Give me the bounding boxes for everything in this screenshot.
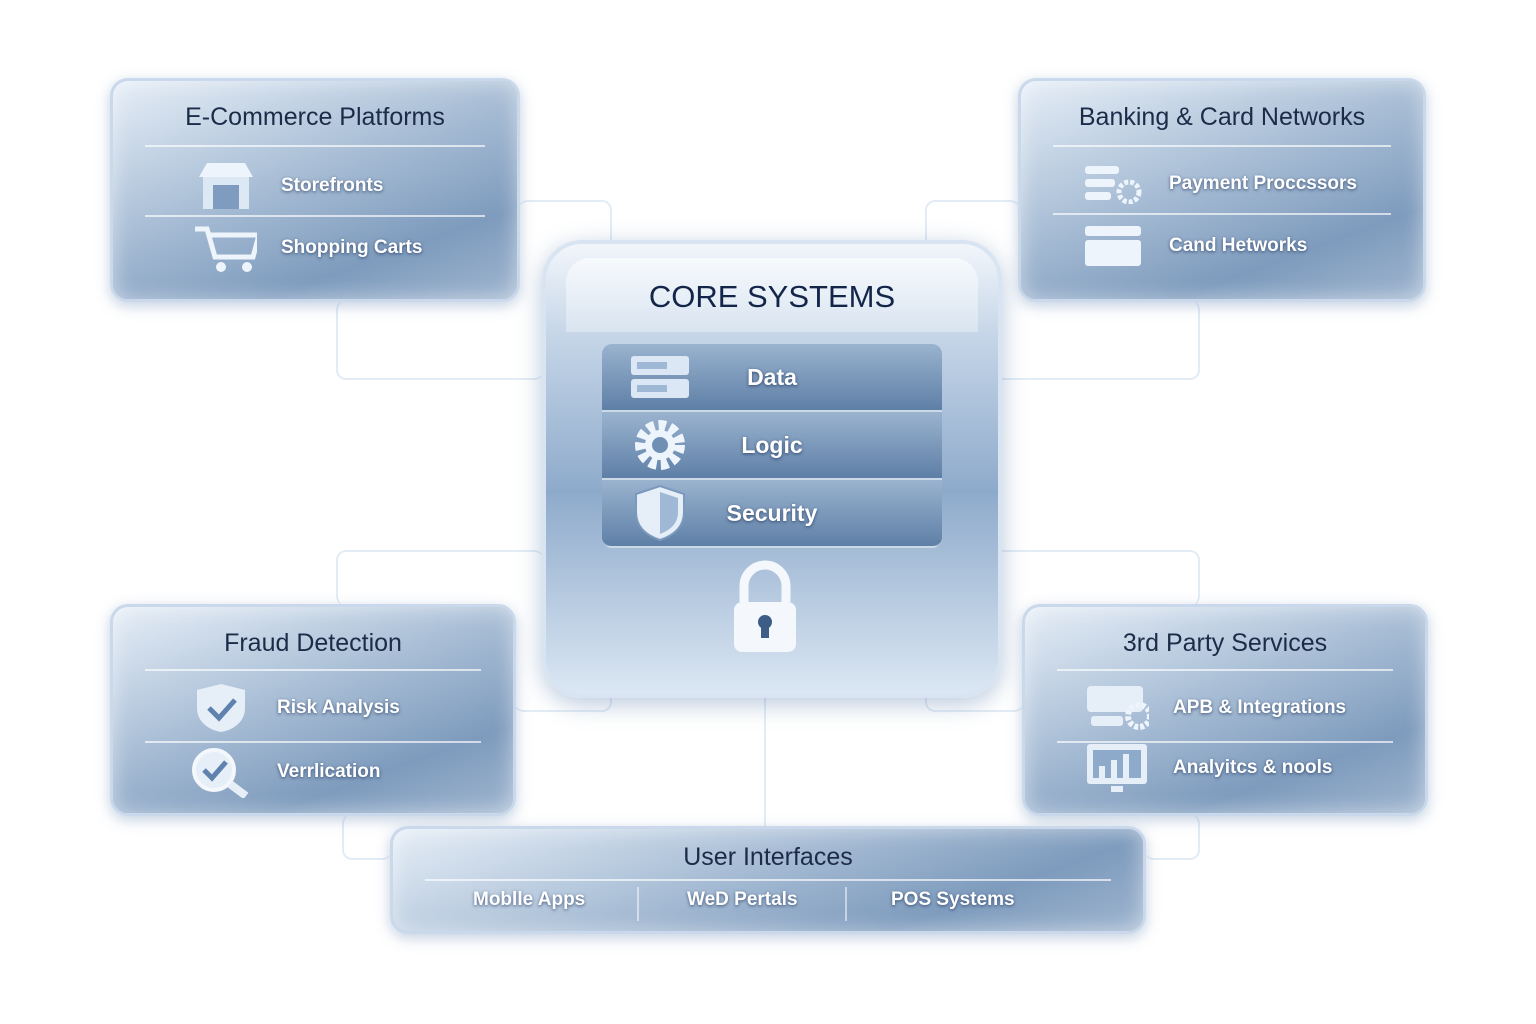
item-label: Cand Hetworks bbox=[1169, 235, 1308, 256]
card-icon bbox=[1081, 222, 1145, 270]
divider bbox=[1057, 669, 1393, 671]
core-row-logic[interactable]: Logic bbox=[602, 412, 942, 480]
panel-title: E-Commerce Platforms bbox=[185, 103, 445, 131]
banking-panel: Banking & Card Networks Payment Proccsso… bbox=[1018, 78, 1426, 302]
item-label: Storefronts bbox=[281, 175, 384, 196]
ui-item-web-portals[interactable]: WeD Pertals bbox=[687, 889, 798, 910]
divider bbox=[145, 669, 481, 671]
panel-title: Fraud Detection bbox=[224, 629, 402, 657]
list-item-storefronts[interactable]: Storefronts bbox=[193, 161, 383, 211]
gear-icon bbox=[628, 420, 692, 470]
user-interfaces-panel: User Interfaces Moblle Apps WeD Pertals … bbox=[390, 826, 1146, 934]
divider bbox=[425, 879, 1111, 881]
divider bbox=[145, 741, 481, 743]
list-item-payment-processors[interactable]: Payment Proccssors bbox=[1081, 159, 1357, 209]
connector bbox=[994, 300, 1200, 380]
item-label: APB & Integrations bbox=[1173, 697, 1347, 718]
third-party-services-panel: 3rd Party Services APB & Integrations An… bbox=[1022, 604, 1428, 816]
panel-title: 3rd Party Services bbox=[1122, 629, 1328, 657]
list-item-shopping-carts[interactable]: Shopping Carts bbox=[193, 223, 422, 273]
storefront-icon bbox=[193, 162, 257, 210]
core-title: CORE SYSTEMS bbox=[566, 258, 978, 332]
item-label: Payment Proccssors bbox=[1169, 173, 1357, 194]
panel-title: User Interfaces bbox=[683, 843, 853, 871]
core-row-security[interactable]: Security bbox=[602, 480, 942, 548]
core-row-label: Security bbox=[726, 499, 818, 526]
core-row-label: Logic bbox=[741, 431, 803, 458]
item-label: Verrlication bbox=[277, 761, 381, 782]
core-row-label: Data bbox=[747, 363, 797, 390]
connector bbox=[336, 550, 544, 606]
list-item-verification[interactable]: Verrlication bbox=[189, 747, 381, 798]
connector bbox=[336, 300, 544, 380]
item-label: Risk Analysis bbox=[277, 697, 400, 718]
ecommerce-panel: E-Commerce Platforms Storefronts Shoppin… bbox=[110, 78, 520, 302]
core-systems-panel: CORE SYSTEMS Data Logic Security bbox=[542, 240, 1002, 698]
processor-gear-icon bbox=[1081, 160, 1145, 208]
connector bbox=[1144, 814, 1200, 860]
divider bbox=[637, 887, 639, 921]
fraud-detection-panel: Fraud Detection Risk Analysis Verrlicati… bbox=[110, 604, 516, 816]
connector bbox=[994, 550, 1200, 606]
ui-item-mobile-apps[interactable]: Moblle Apps bbox=[473, 889, 586, 910]
cart-icon bbox=[193, 224, 257, 272]
connector bbox=[342, 814, 392, 860]
ui-item-pos-systems[interactable]: POS Systems bbox=[891, 889, 1015, 910]
lock-icon bbox=[730, 560, 800, 661]
shield-icon bbox=[628, 484, 692, 542]
connector bbox=[518, 200, 612, 262]
list-item-analytics-tools[interactable]: Analyitcs & nools bbox=[1085, 743, 1332, 793]
list-item-card-networks[interactable]: Cand Hetworks bbox=[1081, 221, 1307, 271]
core-row-data[interactable]: Data bbox=[602, 344, 942, 412]
list-item-api-integrations[interactable]: APB & Integrations bbox=[1085, 683, 1346, 733]
divider bbox=[845, 887, 847, 921]
monitor-chart-icon bbox=[1085, 744, 1149, 792]
list-item-risk-analysis[interactable]: Risk Analysis bbox=[189, 683, 400, 733]
item-label: Shopping Carts bbox=[281, 237, 423, 258]
magnifier-check-icon bbox=[189, 748, 253, 798]
connector bbox=[925, 200, 1020, 262]
connector bbox=[764, 690, 766, 828]
item-label: Analyitcs & nools bbox=[1173, 757, 1333, 778]
panel-title: Banking & Card Networks bbox=[1078, 103, 1366, 131]
server-icon bbox=[628, 353, 692, 401]
divider bbox=[145, 215, 485, 217]
shield-check-icon bbox=[189, 684, 253, 732]
divider bbox=[145, 145, 485, 147]
divider bbox=[1053, 213, 1391, 215]
divider bbox=[1053, 145, 1391, 147]
divider bbox=[1057, 741, 1393, 743]
api-gear-icon bbox=[1085, 684, 1149, 732]
